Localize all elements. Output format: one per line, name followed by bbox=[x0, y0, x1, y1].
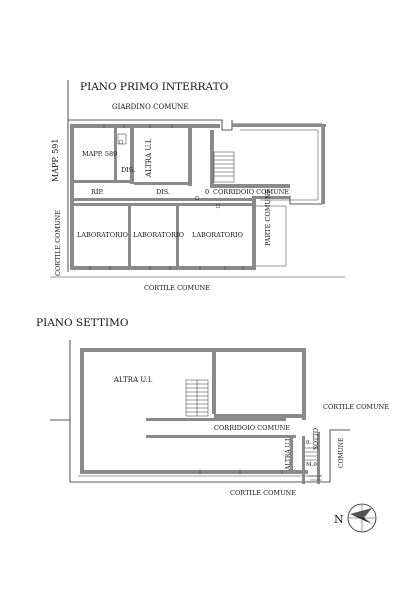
yard-bottom-label-upper: CORTILE COMUNE bbox=[144, 284, 210, 292]
rip-label: RIP. bbox=[91, 188, 104, 196]
compass-north-label: N bbox=[334, 513, 344, 526]
north-compass: N bbox=[334, 503, 377, 533]
sotto-label: SOTTO bbox=[313, 428, 320, 450]
upper-door-ticks bbox=[89, 124, 244, 270]
other-unit-small-label: ALTRA U.I. bbox=[285, 437, 292, 471]
dis-label-a: DIS. bbox=[121, 166, 135, 174]
corridor-label-upper: CORRIDOIO COMUNE bbox=[213, 188, 289, 196]
upper-walls bbox=[70, 124, 290, 270]
upper-outbuilding-wall bbox=[232, 124, 326, 127]
upper-plan-title: PIANO PRIMO INTERRATO bbox=[80, 81, 229, 93]
part-common-label: PARTE COMUNE bbox=[264, 188, 272, 246]
lab-2-label: LABORATORIO bbox=[133, 231, 184, 239]
garden-label: GIARDINO COMUNE bbox=[112, 103, 189, 111]
yard-left-label-upper: CORTILE COMUNE bbox=[54, 210, 62, 276]
dimension-label-1: 0. bbox=[306, 440, 311, 446]
corridor-label-lower: CORRIDOIO COMUNE bbox=[214, 424, 290, 432]
dimension-label-2: M.0 bbox=[306, 462, 317, 468]
lab-1-label: LABORATORIO bbox=[77, 231, 128, 239]
lower-staircase bbox=[185, 379, 209, 417]
yard-right-label-lower: CORTILE COMUNE bbox=[323, 403, 389, 411]
lab-3-label: LABORATORIO bbox=[192, 231, 243, 239]
lower-walls bbox=[80, 348, 320, 484]
corridor-mark-upper: 0 bbox=[205, 188, 209, 196]
lower-floor-plan: PIANO SETTIMO bbox=[36, 317, 389, 497]
lower-plan-title: PIANO SETTIMO bbox=[36, 317, 129, 329]
map-589-label: MAPP. 589 bbox=[82, 150, 117, 158]
upper-staircase bbox=[213, 151, 235, 183]
map-591-label: MAPP. 591 bbox=[51, 139, 60, 182]
other-unit-label-upper: ALTRA U.I. bbox=[145, 138, 153, 178]
lower-small-steps bbox=[199, 447, 322, 481]
upper-floor-plan: PIANO PRIMO INTERRATO GIARDINO COMUNE bbox=[50, 80, 345, 292]
lower-boundary bbox=[50, 340, 350, 483]
upper-right-courtyard bbox=[256, 205, 287, 267]
common-right-label: COMUNE bbox=[338, 438, 345, 468]
dis-label-b: DIS. bbox=[156, 188, 170, 196]
other-unit-label-lower: ALTRA U.I. bbox=[113, 376, 153, 384]
yard-bottom-label-lower: CORTILE COMUNE bbox=[230, 489, 296, 497]
